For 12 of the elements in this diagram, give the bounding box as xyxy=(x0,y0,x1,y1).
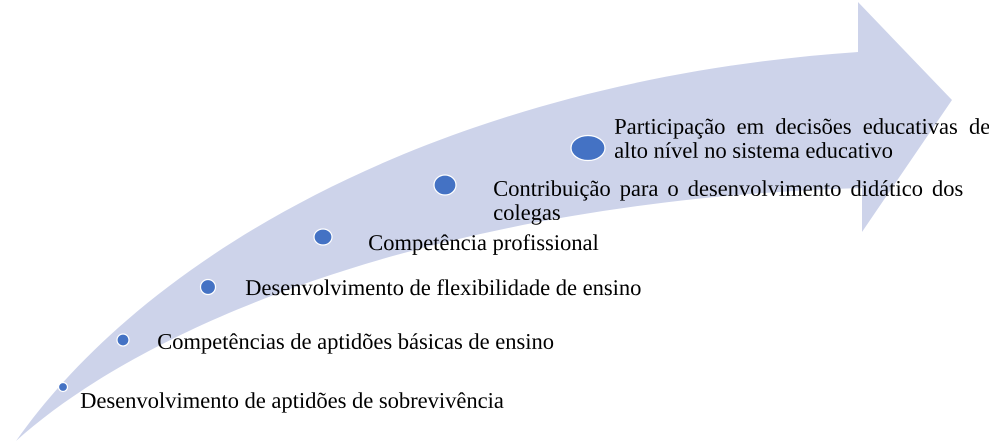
step-label: Desenvolvimento de aptidões de sobrevivência xyxy=(80,392,504,413)
step-label: Competência profissional xyxy=(369,234,598,255)
step-label: Participação em decisões educativas de alto nível no sistema educativo xyxy=(614,118,989,158)
step-label: Contribuição para o desenvolvimento didático dos colegas xyxy=(494,180,962,225)
step-dot xyxy=(116,333,130,347)
step-dot xyxy=(570,134,606,162)
step-dot xyxy=(313,228,333,246)
step-dot xyxy=(58,382,68,392)
step-dot xyxy=(433,174,457,196)
step-dot xyxy=(200,278,216,296)
step-label: Desenvolvimento de flexibilidade de ensino xyxy=(246,279,641,296)
step-label: Competências de aptidões básicas de ensino xyxy=(158,333,554,354)
